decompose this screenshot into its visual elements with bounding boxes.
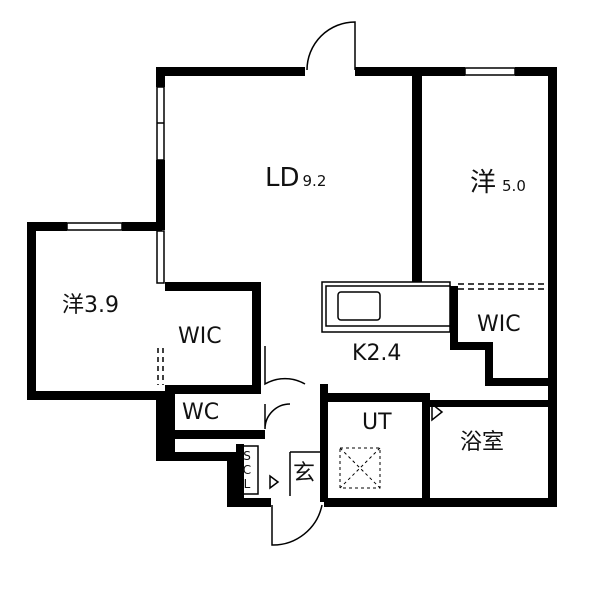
door-swings — [237, 346, 444, 546]
kitchen-counter — [321, 281, 451, 333]
room-kitchen: K2.4 — [352, 341, 402, 366]
room-wic-right: WIC — [477, 312, 521, 337]
exterior-walls — [27, 67, 557, 507]
room-shoe-closet: S C L — [242, 449, 252, 491]
main-door — [306, 21, 356, 71]
room-ut: UT — [362, 410, 392, 435]
interior-walls — [165, 76, 552, 503]
room-entrance: 玄 — [293, 461, 316, 486]
room-wc: WC — [182, 400, 220, 425]
windows — [66, 67, 516, 284]
room-wic-left: WIC — [178, 324, 222, 349]
sliding-doors — [157, 86, 548, 385]
room-western-left: 洋3.9 — [62, 293, 120, 318]
washer-space — [339, 447, 381, 489]
room-bath: 浴室 — [460, 430, 505, 455]
